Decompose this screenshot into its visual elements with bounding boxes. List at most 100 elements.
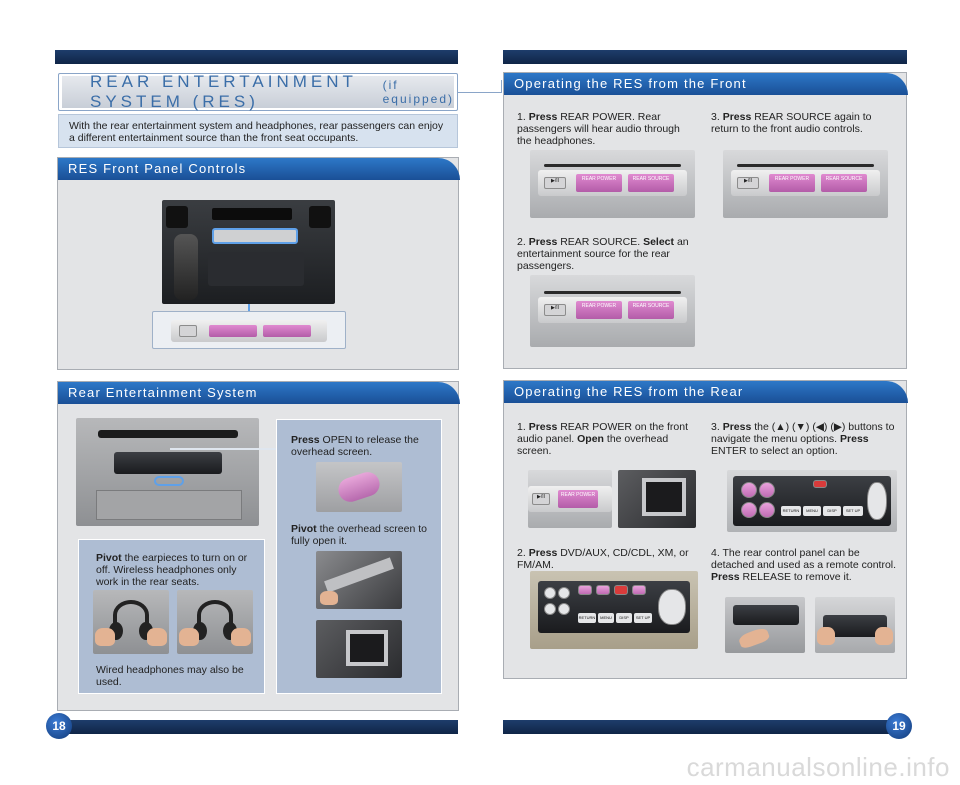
front-step-3: 3. Press REAR SOURCE again to return to … [711,111,896,135]
rear-step-1-unit: ▶/II REAR POWER [528,486,612,512]
front-step-2-num: 2. [517,236,526,248]
play-label-2: ▶/II [550,305,559,311]
unit-slot [543,164,682,167]
pivot-instruction-text: the overhead screen to fully open it. [291,523,427,547]
screen-panel-2 [346,630,388,666]
rear-step-3-photo: RETURN MENU DISP SET UP [727,470,897,532]
pivot-instruction: Pivot the overhead screen to fully open … [291,523,431,547]
overhead-slot [98,430,238,438]
open-screen-frame [642,478,686,516]
panel-closeup-unit [171,320,327,342]
unit-slot [736,164,875,167]
rear-step-1-photo-a: ▶/II REAR POWER [528,470,612,528]
front-step-2-photo: ▶/II REAR POWER REAR SOURCE [530,275,695,347]
rear-step-4: 4. The rear control panel can be detache… [711,547,903,583]
play-label-1: ▶/II [550,178,559,184]
front-step-2-text-a: REAR SOURCE. [560,236,641,248]
hand-left-2 [179,628,199,646]
open-instruction: Press OPEN to release the overhead scree… [291,434,431,458]
detach-hand-2b [875,627,893,645]
operate-rear-heading: Operating the RES from the Rear [504,381,908,403]
rear-step-4-text-a: The rear control panel can be detached a… [711,547,897,571]
front-panel-heading: RES Front Panel Controls [58,158,460,180]
rear-step-3-press: Press [722,421,752,433]
operate-rear-section: Operating the RES from the Rear 1. Press… [503,380,908,679]
rear-step-4-photo-b [815,597,895,653]
front-step-1-text: REAR POWER. Rear passengers will hear au… [517,111,680,147]
headphone-band-2 [197,600,233,630]
play-pause-button-closeup [179,325,197,337]
console-vent-left [166,206,188,228]
rear-step-1: 1. Press REAR POWER on the front audio p… [517,421,697,457]
callout-line-open [170,448,278,450]
remote-source-btn-1 [578,585,592,595]
hand-right-2 [231,628,251,646]
headphones-photo-2 [177,590,253,654]
console-vent-right [309,206,331,228]
pivot-press-label: Pivot [291,523,317,535]
remote-nav-pink-2 [759,482,775,498]
front-step-1-unit: ▶/II REAR POWER REAR SOURCE [538,164,687,196]
bottom-bar-left [55,720,458,734]
rear-step-1-text-a: REAR POWER on the front audio panel. [517,421,689,445]
pivot-screen-photo-2 [316,620,402,678]
remote-source-btn-2 [596,585,610,595]
rear-step-1-press: Press [528,421,558,433]
rear-remote-large: RETURN MENU DISP SET UP [538,581,690,633]
pivot-screen-photo-1 [316,551,402,609]
rear-source-button-1: REAR SOURCE [628,174,674,192]
remote-nav-pink-3 [741,502,757,518]
earpiece-press-label: Pivot [96,552,122,564]
rear-entertainment-section: Rear Entertainment System Press OPEN to … [57,381,460,711]
page-number-right: 19 [886,713,912,739]
top-bar-left [55,50,458,64]
rear-source-button-2: REAR SOURCE [628,301,674,319]
rear-step-4-press: Press [711,571,740,583]
screen-panel-1 [324,557,394,593]
front-step-2-text-b: an entertainment source for the rear pas… [517,236,689,272]
remote-nav-pink-4 [759,502,775,518]
console-screen [212,208,292,220]
remote-nav-setup-label: SET UP [843,506,863,516]
front-step-1-num: 1. [517,111,526,123]
front-step-3-text: REAR SOURCE again to return to the front… [711,111,872,135]
front-step-3-photo: ▶/II REAR POWER REAR SOURCE [723,150,888,218]
front-step-3-num: 3. [711,111,720,123]
rear-power-button-1: REAR POWER [576,174,622,192]
detach-hand-2a [817,627,835,645]
earpiece-instruction-text: the earpieces to turn on or off. Wireles… [96,552,248,588]
headphones-photo-1 [93,590,169,654]
operate-front-heading: Operating the RES from the Front [504,73,908,95]
rear-step-3-text-a: the (▲) (▼) (◀) (▶) buttons to navigate … [711,421,895,445]
rear-source-button-closeup [263,325,311,337]
rear-step-2-press: Press [528,547,558,559]
center-console-photo [162,200,335,304]
rear-step-3-press2: Press [840,433,869,445]
title-connector-vertical [501,80,502,93]
front-step-3-press: Press [722,111,752,123]
page-number-left: 18 [46,713,72,739]
headphone-band-1 [113,600,149,630]
bottom-bar-right [503,720,907,734]
title-main: REAR ENTERTAINMENT SYSTEM (RES) [90,72,357,111]
remote-source-btn-3 [632,585,646,595]
open-press-label: Press [291,434,320,446]
front-step-2-press: Press [528,236,558,248]
rear-power-button-closeup [209,325,257,337]
remote-setup-label: SET UP [634,613,652,623]
callout-line-front [248,304,250,312]
rear-power-button-2: REAR POWER [576,301,622,319]
shifter [174,234,198,300]
play-pause-button-4: ▶/II [532,493,550,505]
page-title: REAR ENTERTAINMENT SYSTEM (RES) (if equi… [62,72,454,111]
rear-step-2-num: 2. [517,547,526,559]
remote-btn-c [544,603,556,615]
rear-step-3-text-b: ENTER to select an option. [711,445,838,457]
rear-step-1-text-b: the overhead screen. [517,433,669,457]
open-button-highlight [154,476,184,486]
remote-menu-label: MENU [598,613,614,623]
rear-step-3-num: 3. [711,421,720,433]
detach-remote-1 [733,605,799,625]
detach-remote-2 [823,615,887,637]
operate-front-section: Operating the RES from the Front 1. Pres… [503,72,908,369]
